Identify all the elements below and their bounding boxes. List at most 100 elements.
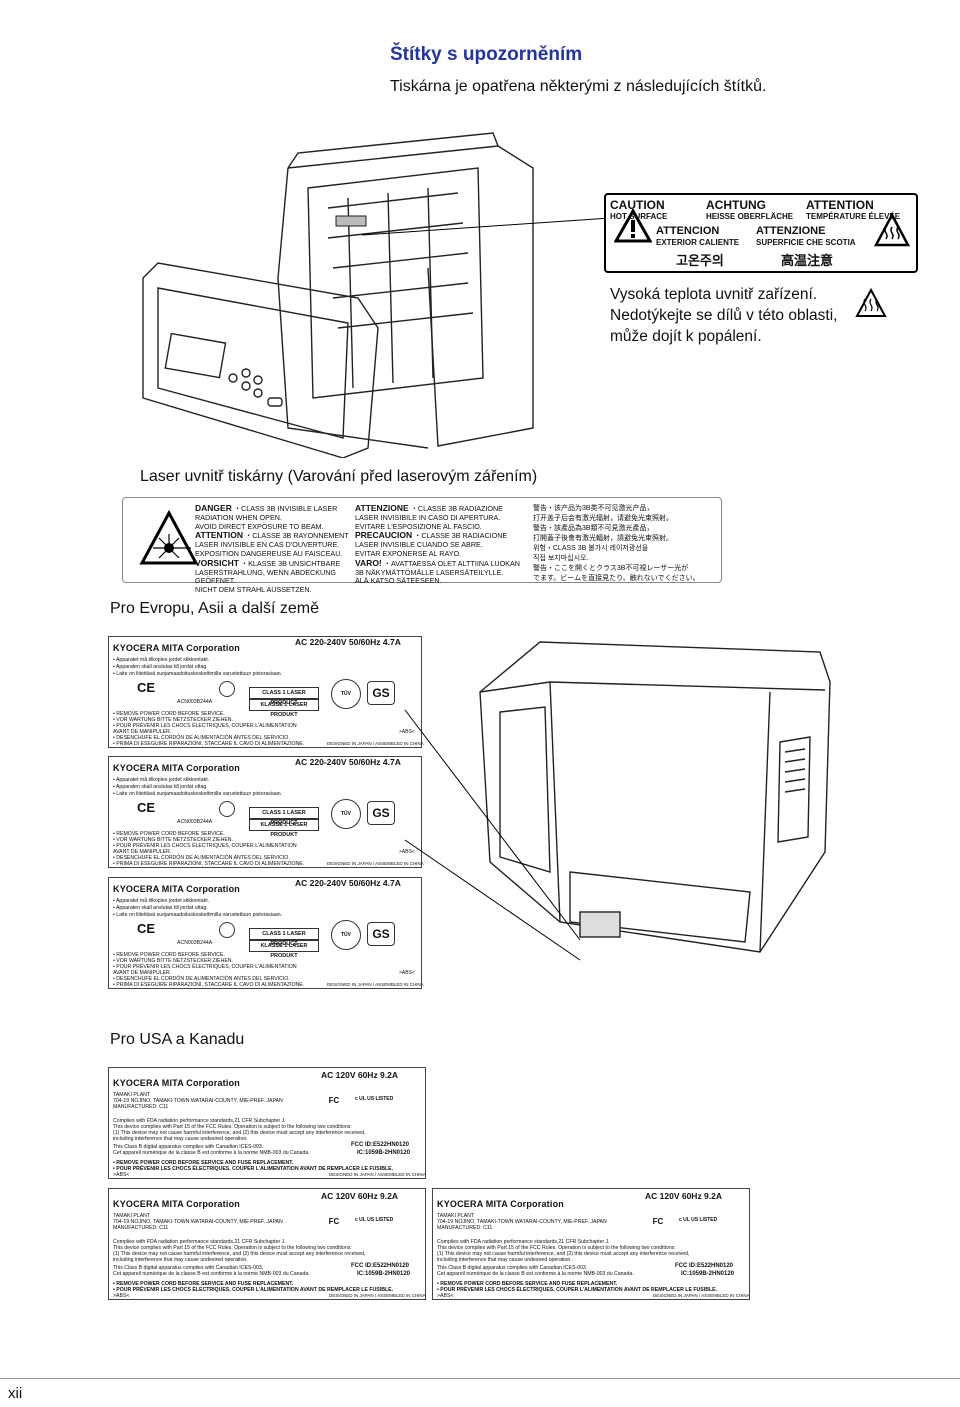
laser-text: RADIATION WHEN OPEN. bbox=[195, 512, 282, 522]
warning-line: • PRIMA DI ESEGUIRE RIPARAZIONI, STACCAR… bbox=[113, 741, 305, 747]
plate-line: MANUFACTURED: C11 bbox=[437, 1225, 493, 1231]
power-rating: AC 120V 60Hz 9.2A bbox=[645, 1191, 723, 1201]
class1-label: CLASS 1 LASER PRODUCT bbox=[249, 928, 319, 947]
fcc-mark: FC bbox=[328, 1217, 340, 1226]
laser-text: EVITARE L'ESPOSIZIONE AL FASCIO. bbox=[355, 521, 482, 531]
fcc-line: Complies with FDA radiation performance … bbox=[113, 1239, 286, 1245]
laser-hazard-icon bbox=[139, 510, 199, 565]
tuv-mark: TÜV bbox=[331, 920, 361, 950]
eu-caption: Pro Evropu, Asii a další země bbox=[110, 600, 319, 617]
fcc-line: This Class B digital apparatus complies … bbox=[113, 1144, 264, 1150]
pointer-lines bbox=[404, 709, 581, 961]
klasse1-label: KLASSE 1 LASER PRODUKT bbox=[249, 699, 319, 718]
hot-label-word: ATTENZIONE bbox=[756, 225, 826, 237]
power-rating: AC 120V 60Hz 9.2A bbox=[321, 1070, 399, 1080]
usa-rating-plate: KYOCERA MITA Corporation AC 120V 60Hz 9.… bbox=[432, 1188, 750, 1300]
laser-word: ATTENZIONE bbox=[355, 503, 409, 513]
warning-line: • DESENCHUFE EL CORDÓN DE ALIMENTACIÓN A… bbox=[113, 735, 290, 741]
plate-line: 704-19 NOJINO, TAMAKI-TOWN WATARAI-COUNT… bbox=[437, 1219, 607, 1225]
plate-line: 704-19 NOJINO, TAMAKI-TOWN WATARAI-COUNT… bbox=[113, 1098, 283, 1104]
hot-label-word: EXTERIOR CALIENTE bbox=[656, 238, 740, 247]
ic-id: IC:1059B-2HN0120 bbox=[357, 1150, 411, 1156]
eu-rating-plate: KYOCERA MITA Corporation AC 220-240V 50/… bbox=[108, 636, 424, 748]
ul-mark: c UL US LISTED bbox=[355, 1096, 394, 1102]
fcc-id: FCC ID:E522HN0120 bbox=[675, 1263, 734, 1269]
fcc-line: Cet appareil numérique de la classe B es… bbox=[113, 1271, 310, 1277]
usa-caption: Pro USA a Kanadu bbox=[110, 1031, 245, 1048]
klasse1-label: KLASSE 1 LASER PRODUKT bbox=[249, 940, 319, 959]
warning-line: • POUR PRÉVENIR LES CHOCS ÉLECTRIQUES, C… bbox=[113, 723, 297, 729]
page-subtitle: Tiskárna je opatřena některými z následu… bbox=[390, 78, 767, 95]
acn-code: ACN003B244A bbox=[177, 699, 213, 705]
warning-line: • DESENCHUFE EL CORDÓN DE ALIMENTACIÓN A… bbox=[113, 855, 290, 861]
warning-line: • REMOVE POWER CORD BEFORE SERVICE AND F… bbox=[437, 1281, 618, 1287]
fcc-line: (1) This device may not cause harmful in… bbox=[113, 1130, 366, 1136]
origin-line: DESIGNED IN JAPAN / ASSEMBLED IN CHINA bbox=[329, 1293, 426, 1298]
acn-code: ACN003B244A bbox=[177, 940, 213, 946]
laser-text: 警告・該產品為3B類不可見激光產品， bbox=[533, 525, 654, 532]
warning-line: • VOR WARTUNG BITTE NETZSTECKER ZIEHEN. bbox=[113, 717, 233, 723]
abs-mark: >ABS< bbox=[437, 1293, 454, 1299]
laser-text: 打开盖子后会有激光辐射，请避免光束照射。 bbox=[533, 515, 673, 522]
abs-mark: >ABS< bbox=[399, 970, 415, 976]
origin-line: DESIGNED IN JAPAN / ASSEMBLED IN CHINA bbox=[329, 1172, 426, 1177]
laser-text: EVITAR EXPONERSE AL RAYO. bbox=[355, 548, 462, 558]
warning-line: • REMOVE POWER CORD BEFORE SERVICE AND F… bbox=[113, 1281, 294, 1287]
ce-mark: CE bbox=[137, 921, 156, 936]
laser-warning-label: DANGER ・CLASS 3B INVISIBLE LASER RADIATI… bbox=[122, 497, 722, 594]
printer-open-illustration bbox=[142, 132, 534, 458]
plate-line: • Apparaten skall anslutas till jordat u… bbox=[113, 905, 208, 911]
hot-label-word: CAUTION bbox=[610, 198, 665, 212]
company-name: KYOCERA MITA Corporation bbox=[437, 1199, 564, 1209]
fcc-mark: FC bbox=[328, 1096, 340, 1105]
hot-surface-icon bbox=[855, 288, 887, 317]
fcc-line: Cet appareil numérique de la classe B es… bbox=[113, 1150, 310, 1156]
hot-label-word: ATTENCION bbox=[656, 225, 720, 237]
hot-surface-icon bbox=[874, 213, 910, 247]
ce-mark: CE bbox=[137, 800, 156, 815]
laser-text: LASER INVISIBLE CUANDO SE ABRE. bbox=[355, 540, 483, 550]
hot-label-word: 高温注意 bbox=[781, 253, 834, 268]
laser-text: ・KLASSE 3B UNSICHTBARE bbox=[240, 558, 341, 568]
plate-line: • Apparatet må tilkoples jordet stikkont… bbox=[113, 777, 210, 783]
fcc-mark: FC bbox=[652, 1217, 664, 1226]
fcc-line: Complies with FDA radiation performance … bbox=[113, 1118, 286, 1124]
laser-text: LASER INVISIBILE IN CASO DI APERTURA. bbox=[355, 512, 501, 522]
laser-text: 打開蓋子後會有激光輻射，請避免光束照射。 bbox=[533, 535, 673, 542]
warning-line: • DESENCHUFE EL CORDÓN DE ALIMENTACIÓN A… bbox=[113, 976, 290, 982]
fcc-line: (1) This device may not cause harmful in… bbox=[437, 1251, 690, 1257]
plate-line: • Laite on liitettävä suojamaadoituskosk… bbox=[113, 912, 283, 918]
plate-line: • Apparatet må tilkoples jordet stikkont… bbox=[113, 657, 210, 663]
plate-line: TAMAKI PLANT bbox=[113, 1213, 151, 1219]
pointer-line bbox=[361, 217, 611, 236]
fcc-id: FCC ID:E522HN0120 bbox=[351, 1263, 410, 1269]
ic-id: IC:1059B-2HN0120 bbox=[681, 1271, 735, 1277]
power-rating: AC 220-240V 50/60Hz 4.7A bbox=[295, 637, 401, 647]
company-name: KYOCERA MITA Corporation bbox=[113, 763, 240, 773]
warning-line: AVANT DE MANIPULER. bbox=[113, 849, 172, 855]
plate-line: • Apparaten skall anslutas till jordat u… bbox=[113, 784, 208, 790]
usa-rating-plate: KYOCERA MITA Corporation AC 120V 60Hz 9.… bbox=[108, 1067, 426, 1179]
power-rating: AC 220-240V 50/60Hz 4.7A bbox=[295, 757, 401, 767]
fcc-line: including interference that may cause un… bbox=[113, 1257, 248, 1263]
laser-word: ATTENTION bbox=[195, 530, 244, 541]
fcc-line: This Class B digital apparatus complies … bbox=[437, 1265, 588, 1271]
ce-mark: CE bbox=[137, 680, 156, 695]
warning-line: AVANT DE MANIPULER. bbox=[113, 729, 172, 735]
warning-line: • POUR PRÉVENIR LES CHOCS ÉLECTRIQUES, C… bbox=[113, 843, 297, 849]
warning-line: • POUR PRÉVENIR LES CHOCS ÉLECTRIQUES, C… bbox=[113, 964, 297, 970]
laser-text: 3B NÄKYMÄTTÖMÄLLE LASERSÄTEILYLLE. bbox=[355, 567, 504, 577]
laser-word: DANGER bbox=[195, 503, 232, 513]
hot-surface-caption: Vysoká teplota uvnitř zařízení. Nedotýke… bbox=[610, 286, 838, 345]
warning-line: • REMOVE POWER CORD BEFORE SERVICE. bbox=[113, 952, 225, 958]
laser-word: PRECAUCION bbox=[355, 530, 413, 541]
laser-text: GEÖFFNET. bbox=[195, 576, 236, 586]
laser-text: 警告・ここを開くとクラス3B不可視レーザー光が bbox=[533, 565, 689, 572]
page-title: Štítky s upozorněním bbox=[390, 44, 583, 65]
laser-text: AVOID DIRECT EXPOSURE TO BEAM. bbox=[195, 521, 324, 531]
laser-text: ÄLÄ KATSO SÄTEESEEN. bbox=[355, 576, 442, 586]
plate-line: MANUFACTURED: C11 bbox=[113, 1104, 169, 1110]
laser-text: EXPOSITION DANGEREUSE AU FAISCEAU. bbox=[195, 548, 343, 558]
laser-text: ・CLASSE 3B RADIACIONE bbox=[414, 531, 508, 541]
plate-line: 704-19 NOJINO, TAMAKI-TOWN WATARAI-COUNT… bbox=[113, 1219, 283, 1225]
